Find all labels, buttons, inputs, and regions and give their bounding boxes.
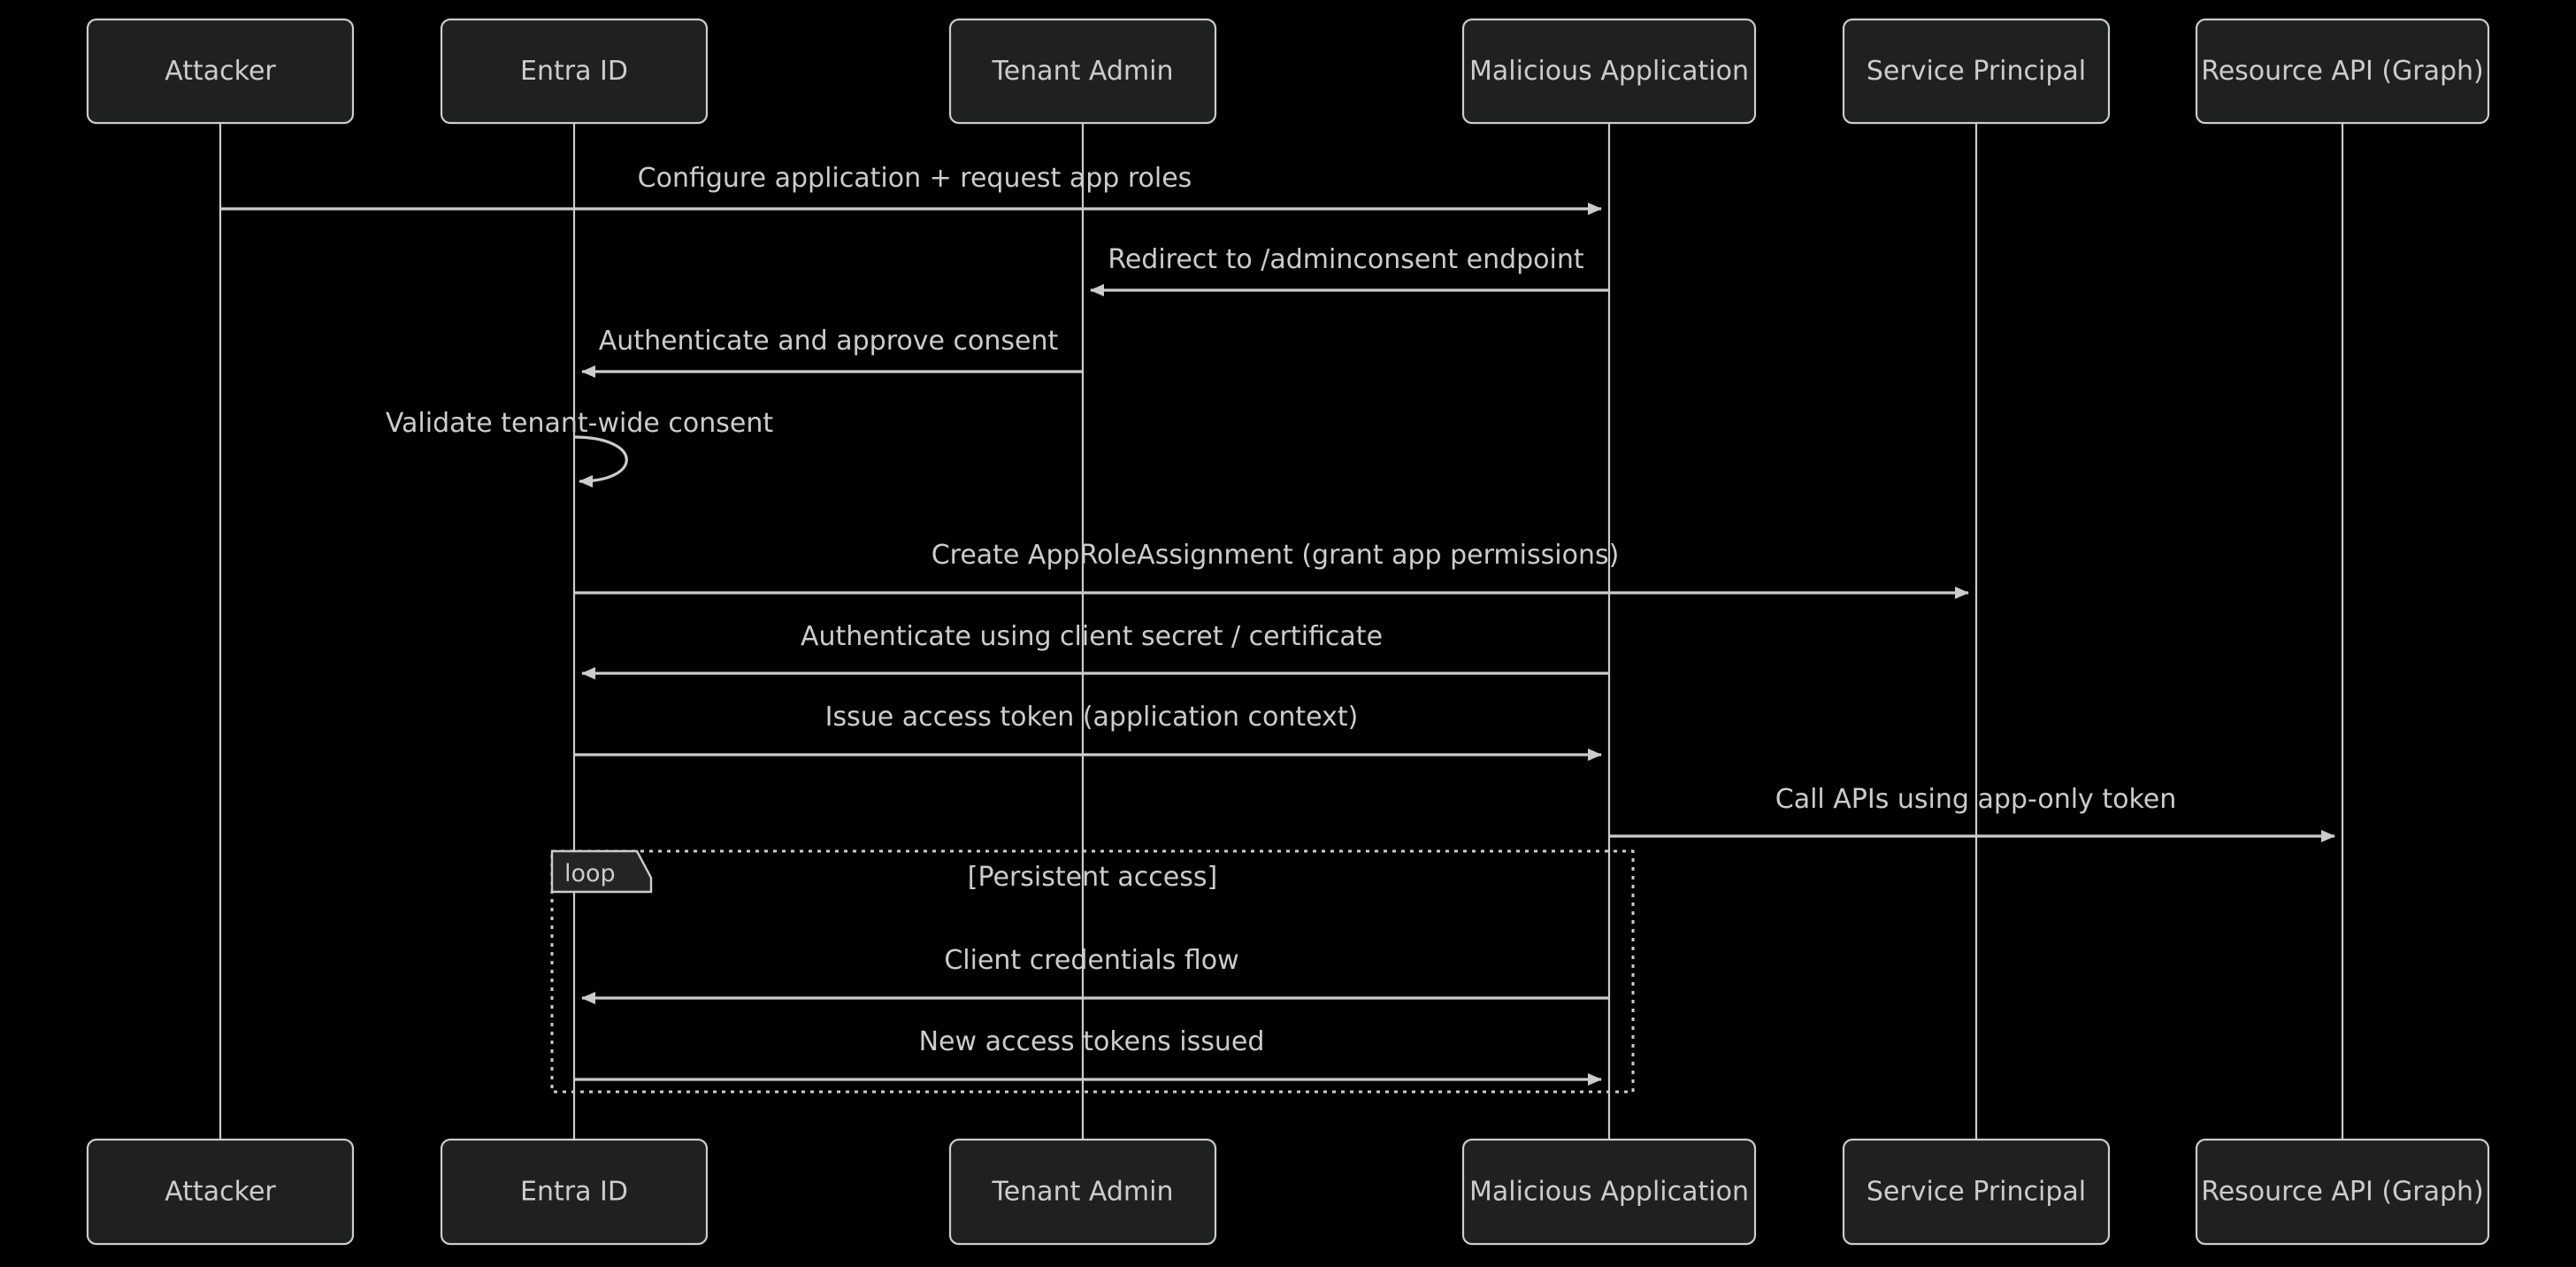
message-5-label: Authenticate using client secret / certi…	[801, 621, 1383, 652]
loop-condition-label: [Persistent access]	[968, 862, 1217, 893]
message-9-label: New access tokens issued	[919, 1026, 1265, 1057]
message-6-label: Issue access token (application context)	[825, 702, 1359, 733]
actor-box-entra-top[interactable]	[440, 18, 709, 125]
actor-box-malapp-top[interactable]	[1461, 18, 1757, 125]
loop-tab-label: loop	[564, 860, 616, 887]
actor-box-admin-bottom[interactable]	[948, 1138, 1217, 1246]
message-2-label: Authenticate and approve consent	[599, 326, 1059, 357]
actor-label-resource-bottom: Resource API (Graph)	[2201, 1177, 2484, 1208]
actor-label-admin-top: Tenant Admin	[991, 56, 1173, 87]
actor-box-malapp-bottom[interactable]	[1461, 1138, 1757, 1246]
actor-label-entra-bottom: Entra ID	[520, 1177, 628, 1208]
loop-tab-shape	[550, 849, 653, 894]
message-4-label: Create AppRoleAssignment (grant app perm…	[932, 540, 1620, 571]
message-3-self-arc	[573, 435, 628, 488]
actor-box-sp-top[interactable]	[1842, 18, 2111, 125]
actor-label-malapp-bottom: Malicious Application	[1469, 1177, 1749, 1208]
lifelines-group	[218, 123, 2344, 1140]
actor-box-resource-bottom[interactable]	[2195, 1138, 2490, 1246]
message-0-label: Configure application + request app role…	[638, 163, 1192, 194]
actor-label-attacker-bottom: Attacker	[165, 1177, 276, 1208]
actor-box-sp-bottom[interactable]	[1842, 1138, 2111, 1246]
message-7-label: Call APIs using app-only token	[1775, 784, 2176, 815]
actor-box-admin-top[interactable]	[948, 18, 1217, 125]
message-1-label: Redirect to /adminconsent endpoint	[1108, 244, 1584, 275]
message-8-label: Client credentials flow	[944, 945, 1238, 976]
loop-block-border	[550, 849, 1635, 1094]
actor-boxes-top: Attacker Entra ID Tenant Admin Malicious Ap…	[86, 18, 2490, 125]
actor-box-resource-top[interactable]	[2195, 18, 2490, 125]
actor-box-entra-bottom[interactable]	[440, 1138, 709, 1246]
actor-label-entra-top: Entra ID	[520, 56, 628, 87]
actor-label-sp-top: Service Principal	[1867, 56, 2086, 87]
message-3-label: Validate tenant-wide consent	[386, 408, 774, 439]
actor-boxes-bottom: Attacker Entra ID Tenant Admin Malicious Ap…	[86, 1138, 2490, 1246]
actor-label-admin-bottom: Tenant Admin	[991, 1177, 1173, 1208]
actor-label-malapp-top: Malicious Application	[1469, 56, 1749, 87]
actor-label-sp-bottom: Service Principal	[1867, 1177, 2086, 1208]
actor-label-resource-top: Resource API (Graph)	[2201, 56, 2484, 87]
messages-group: Configure application + request app role…	[220, 163, 2335, 1086]
loop-blocks-group: loop [Persistent access]	[550, 849, 1635, 1094]
actor-label-attacker-top: Attacker	[165, 56, 276, 87]
actor-box-attacker-top[interactable]	[86, 18, 355, 125]
actor-box-attacker-bottom[interactable]	[86, 1138, 355, 1246]
